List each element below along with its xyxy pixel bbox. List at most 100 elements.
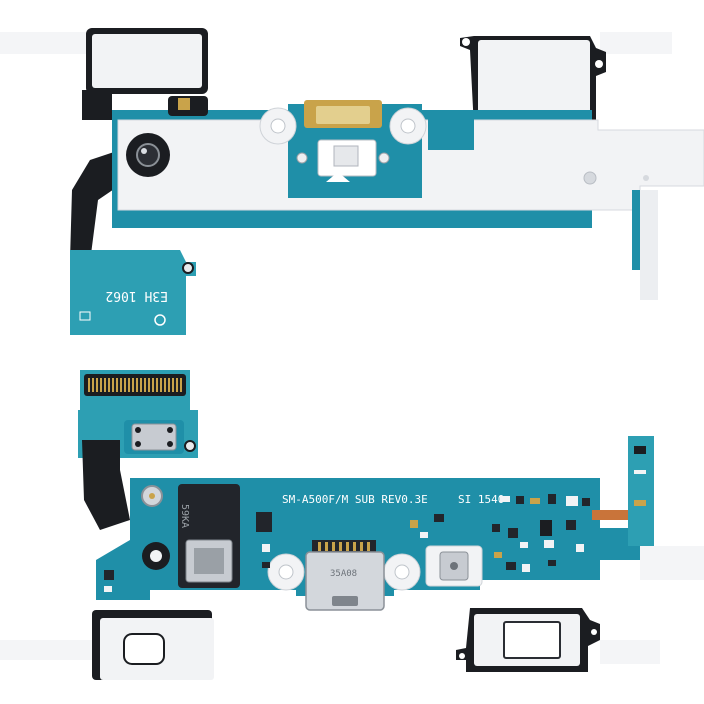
pcb-strip-right xyxy=(628,436,654,546)
connector-pin xyxy=(176,378,178,392)
usb-pin xyxy=(325,542,328,551)
component xyxy=(634,500,646,506)
mount-hole xyxy=(459,653,465,659)
mount-hole xyxy=(400,118,416,134)
connector-pin xyxy=(152,378,154,392)
smd-part xyxy=(506,562,516,570)
connector-pin xyxy=(144,378,146,392)
pin xyxy=(167,441,173,447)
smd-part xyxy=(262,544,270,552)
speaker-gasket-left xyxy=(92,34,202,88)
mount-hole xyxy=(182,262,194,274)
protective-film-left xyxy=(0,32,92,54)
date-code-marking: SI 1540 xyxy=(458,493,504,506)
usb-pin xyxy=(339,542,342,551)
connector-pin xyxy=(168,378,170,392)
smd-part xyxy=(520,542,528,548)
bracket-arm xyxy=(82,90,112,120)
connector-pin xyxy=(104,378,106,392)
antenna-center xyxy=(149,493,155,499)
smd-part xyxy=(522,564,530,572)
mount-hole xyxy=(184,440,196,452)
smd-part xyxy=(492,524,500,532)
protective-film xyxy=(640,546,704,580)
smd-part xyxy=(104,586,112,592)
smd-part xyxy=(508,528,518,538)
connector-pin xyxy=(92,378,94,392)
smd-part xyxy=(548,494,556,504)
connector-pin xyxy=(136,378,138,392)
smd-part xyxy=(566,496,578,506)
jack-contact xyxy=(194,548,224,574)
protective-film-right xyxy=(600,32,672,54)
contact-pad xyxy=(333,145,359,167)
connector-pin xyxy=(164,378,166,392)
gold-pad xyxy=(178,98,190,110)
protective-film xyxy=(600,640,660,664)
component xyxy=(634,446,646,454)
usb-pin xyxy=(318,542,321,551)
smd-part xyxy=(420,532,428,538)
connector-pin xyxy=(180,378,182,392)
usb-pins xyxy=(318,542,370,551)
jack-hole xyxy=(150,550,162,562)
silk-circle xyxy=(154,314,166,326)
usb-pin xyxy=(332,542,335,551)
mount-hole xyxy=(462,38,470,46)
stiffener-hole xyxy=(643,175,649,181)
smd-components xyxy=(104,494,590,592)
screw-pad xyxy=(296,152,308,164)
stiffener-arm xyxy=(640,190,658,300)
mount-hole xyxy=(278,564,294,580)
smd-part xyxy=(566,520,576,530)
flex-code-marking: E3H 1062 xyxy=(105,288,168,303)
mount-hole xyxy=(591,629,597,635)
connector-pin xyxy=(156,378,158,392)
upper-assembly: E3H 1062 xyxy=(0,28,704,335)
connector-pin xyxy=(124,378,126,392)
connector-pin xyxy=(88,378,90,392)
speaker-grille xyxy=(503,621,561,659)
usb-pin xyxy=(346,542,349,551)
usb-pins-black xyxy=(312,540,376,552)
usb-pin xyxy=(360,542,363,551)
model-marking: SM-A500F/M SUB REV0.3E xyxy=(282,493,428,506)
connector-pin xyxy=(132,378,134,392)
board-connector-icon xyxy=(84,374,186,396)
speaker-gasket-right xyxy=(478,40,590,124)
connector-pin xyxy=(112,378,114,392)
connector-pin xyxy=(116,378,118,392)
lens-glint xyxy=(141,148,147,154)
usb-pin xyxy=(367,542,370,551)
smd-part xyxy=(434,514,444,522)
mount-hole xyxy=(270,118,286,134)
connector-pin xyxy=(128,378,130,392)
mic-port xyxy=(450,562,458,570)
connector-pin xyxy=(172,378,174,392)
smd-part xyxy=(530,498,540,504)
smd-part xyxy=(262,562,270,568)
usb-port-icon xyxy=(305,551,385,611)
connector-pin xyxy=(100,378,102,392)
smd-part xyxy=(548,560,556,566)
connector-pin xyxy=(108,378,110,392)
mount-hole xyxy=(394,564,410,580)
smd-part xyxy=(516,496,524,504)
pin xyxy=(167,427,173,433)
connector-pins xyxy=(88,378,182,392)
ic-chip xyxy=(256,512,272,532)
connector-pin xyxy=(96,378,98,392)
flex-cable-upper xyxy=(70,150,120,262)
usb-opening xyxy=(332,596,358,606)
lens-icon xyxy=(136,143,160,167)
usb-port-icon xyxy=(316,106,370,124)
connector-pin xyxy=(120,378,122,392)
pin xyxy=(135,427,141,433)
smd-part xyxy=(576,544,584,552)
flex-orange xyxy=(592,510,632,520)
usb-marking: 35A08 xyxy=(330,569,357,579)
smd-part xyxy=(410,520,418,528)
metal-contact xyxy=(131,423,177,451)
flex-tab-upper xyxy=(70,250,196,335)
